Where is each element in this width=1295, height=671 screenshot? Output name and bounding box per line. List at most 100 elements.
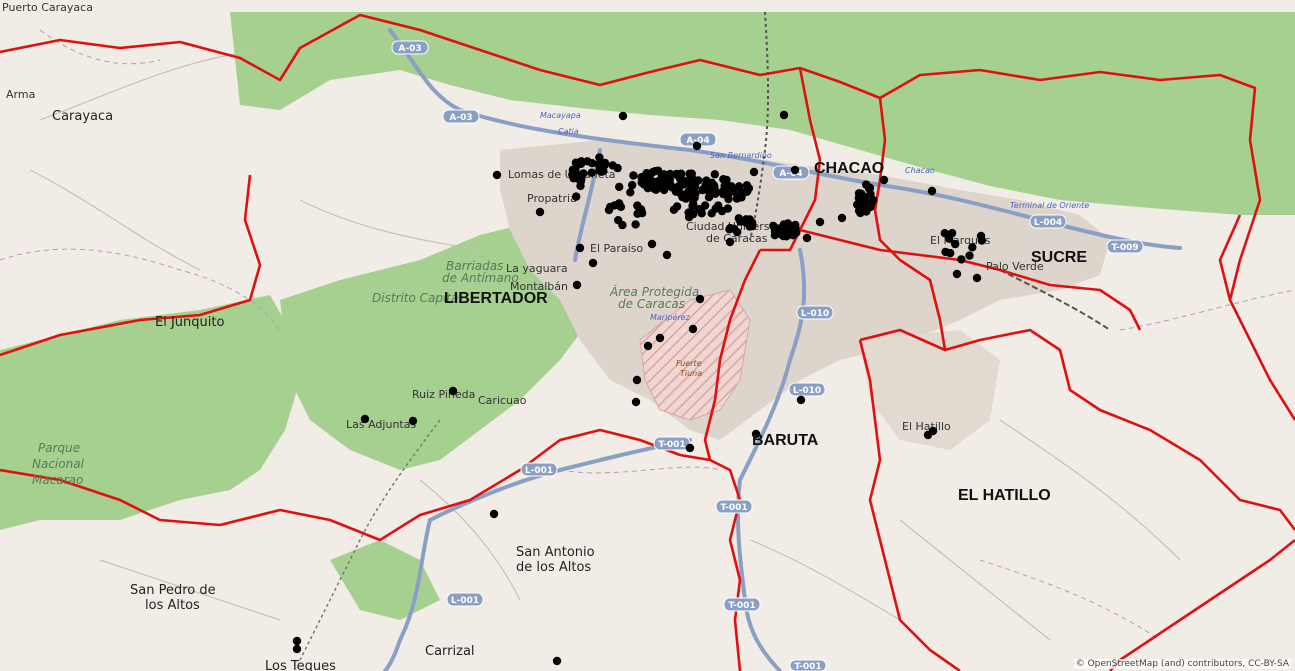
incident-dot (647, 239, 657, 249)
incident-dot (737, 187, 747, 197)
municipality-label-sucre: SUCRE (1031, 249, 1087, 266)
incident-dot (408, 416, 418, 426)
label-san-antonio-2: de los Altos (516, 560, 591, 575)
incident-dot (946, 248, 955, 258)
incident-dot (729, 187, 738, 196)
label-el-hatillo: El Hatillo (902, 420, 951, 433)
label-maripera: Maripérez (650, 312, 691, 322)
shield-t009: T-009 (1106, 239, 1144, 254)
label-montalban: Montalbán (510, 280, 568, 293)
incident-dot (725, 225, 734, 234)
incident-dot (749, 167, 759, 177)
label-palo-verde: Palo Verde (986, 260, 1044, 273)
label-barriadas-1: Barriadas (446, 259, 503, 273)
shield-a04-east: A-04 (772, 165, 810, 180)
label-carayaca: Carayaca (52, 109, 113, 124)
label-chacao-place: Chacao (905, 166, 935, 175)
incident-dot (292, 636, 302, 646)
incident-dot (660, 182, 669, 191)
incident-dot (552, 656, 562, 666)
incident-dot (947, 228, 957, 238)
fuerte-tiuna-zone (639, 289, 751, 421)
shield-a04-center: A-04 (679, 132, 717, 147)
label-san-bernardino: San Bernardino (710, 151, 772, 160)
municipality-boundaries (0, 13, 1295, 671)
park-macarao (0, 375, 120, 515)
incident-dot (802, 233, 812, 243)
municipality-labels: CHACAO SUCRE LIBERTADOR BARUTA EL HATILL… (444, 160, 1087, 504)
incident-dot (675, 183, 684, 192)
shield-t001-lower: T-001 (723, 597, 761, 612)
incident-dot (714, 201, 723, 210)
incident-dot (927, 186, 937, 196)
incident-dot (928, 426, 938, 436)
highway-shields: A-03 A-03 A-04 A-04 L-004 T-009 L-010 L-… (391, 40, 1144, 671)
incident-dot (711, 187, 720, 197)
incident-dot (292, 644, 302, 654)
label-distrito-capital: Distrito Capital (372, 291, 462, 305)
railway-south (299, 419, 441, 661)
incident-dot (492, 170, 502, 180)
incident-dot (837, 213, 847, 223)
incident-dot (587, 168, 596, 177)
incident-dot (791, 224, 800, 233)
label-parque-2: Nacional (32, 457, 85, 471)
incident-dot (616, 202, 626, 212)
incident-dot (643, 341, 653, 351)
label-puerto-carayaca: Puerto Carayaca (2, 1, 93, 14)
label-san-antonio-1: San Antonio (516, 545, 595, 560)
incident-dot (595, 166, 604, 175)
label-caricuao: Caricuao (478, 394, 527, 407)
incident-dot (733, 227, 742, 237)
label-area-protegida-2: de Caracas (618, 297, 685, 311)
svg-text:A-03: A-03 (398, 44, 421, 54)
svg-text:L-001: L-001 (451, 596, 479, 606)
incident-dot (628, 180, 637, 190)
incident-dot (692, 141, 702, 151)
incident-dot (572, 192, 581, 201)
label-catia: Catia (558, 127, 579, 136)
incident-dot (862, 207, 871, 216)
label-arma: Arma (6, 88, 35, 101)
incident-dot (859, 192, 868, 201)
label-el-paraiso: El Paraíso (590, 242, 643, 255)
admin-dashed (0, 29, 1295, 641)
label-san-pedro-1: San Pedro de (130, 583, 216, 598)
incident-dot (588, 258, 598, 268)
incident-dot (631, 397, 641, 407)
svg-text:A-04: A-04 (779, 169, 802, 179)
incident-dot (866, 200, 875, 209)
incident-dot (626, 188, 635, 197)
incident-dot (968, 243, 977, 252)
svg-text:L-004: L-004 (1034, 218, 1062, 228)
incident-dot (719, 189, 728, 199)
incident-dot (448, 386, 458, 396)
incident-dot (741, 215, 751, 224)
incident-markers (292, 110, 986, 666)
incident-dot (788, 230, 798, 240)
svg-text:T-001: T-001 (658, 440, 685, 450)
incident-dot (360, 414, 370, 424)
municipality-label-libertador: LIBERTADOR (444, 290, 548, 307)
incident-dot (732, 194, 742, 203)
shield-a03-west: A-03 (442, 109, 480, 124)
incident-dot (686, 181, 695, 190)
label-propatria: Propatria (527, 192, 577, 205)
incident-dot (972, 273, 982, 283)
svg-text:A-04: A-04 (686, 136, 709, 146)
incident-dot (779, 110, 789, 120)
park-avila (230, 12, 1295, 215)
incident-dot (965, 251, 974, 260)
incident-dot (576, 177, 585, 186)
map-attribution[interactable]: © OpenStreetMap (and) contributors, CC-B… (1073, 659, 1291, 669)
incident-dot (689, 209, 698, 219)
incident-dot (676, 169, 686, 178)
label-area-protegida-1: Área Protegida (609, 284, 699, 299)
shield-l001-center: L-001 (520, 462, 558, 477)
incident-dot (571, 158, 581, 167)
shield-t001-bottom: T-001 (789, 659, 827, 671)
incident-dot (725, 237, 735, 247)
shield-t001-south: T-001 (715, 499, 753, 514)
